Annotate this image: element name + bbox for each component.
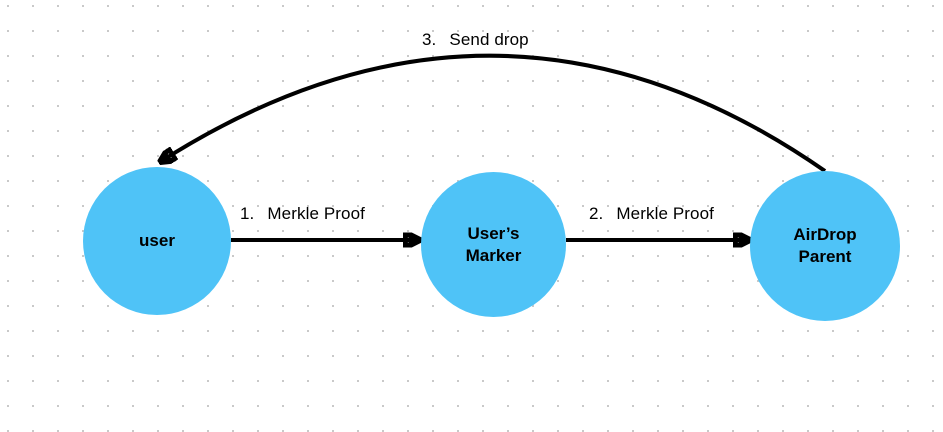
node-airdrop-parent[interactable]: AirDrop Parent	[750, 171, 900, 321]
arrow-1-text: Merkle Proof	[267, 204, 365, 223]
arrow-2-number: 2.	[589, 204, 604, 223]
arrow-2-label[interactable]: 2. Merkle Proof	[589, 204, 714, 224]
arrow-3-number: 3.	[422, 30, 437, 49]
node-user[interactable]: user	[83, 167, 231, 315]
node-airdrop-parent-label: AirDrop Parent	[793, 225, 857, 266]
node-user-label: user	[139, 231, 175, 251]
arrow-2-text: Merkle Proof	[616, 204, 714, 223]
arrow-3-send-drop[interactable]	[160, 53, 827, 173]
arrow-3-label[interactable]: 3. Send drop	[422, 30, 529, 50]
node-users-marker[interactable]: User’s Marker	[421, 172, 566, 317]
arrow-3-text: Send drop	[449, 30, 529, 49]
node-users-marker-label: User’s Marker	[465, 223, 522, 265]
arrow-1-number: 1.	[240, 204, 255, 223]
arrow-1-label[interactable]: 1. Merkle Proof	[240, 204, 365, 224]
